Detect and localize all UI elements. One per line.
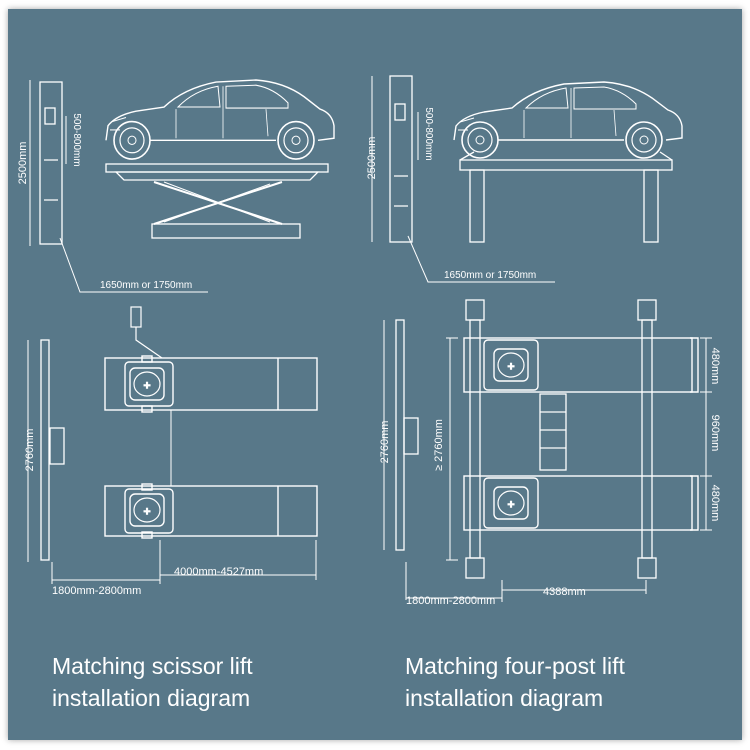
scissor-plan: 2760mm 1800mm-2800mm 4000mm-4527mm: [24, 306, 318, 597]
runway-width-bottom-label: 480mm: [709, 485, 721, 522]
fourpost-plan-min-length-label: ≥ 2760mm: [433, 419, 445, 471]
lift-posts: [465, 299, 657, 579]
wall-column: [395, 319, 419, 551]
dim-lines-runway: [700, 337, 712, 531]
car-outline: [453, 81, 683, 159]
fourpost-lift: [459, 151, 673, 243]
installation-diagram: +: [17, 75, 721, 607]
fourpost-lift-height-label: 500-800mm: [423, 107, 434, 160]
plan-dimension-lines: [405, 562, 647, 602]
runway-gap-label: 960mm: [709, 415, 721, 452]
runway-width-top-label: 480mm: [709, 348, 721, 385]
leader-line: [59, 237, 208, 293]
scissor-lift: [105, 163, 329, 239]
fourpost-caption-line2: installation diagram: [405, 685, 604, 711]
leader-line: [407, 235, 555, 283]
diagram-panel: +: [8, 9, 742, 740]
scissor-lift-height-label: 500-800mm: [71, 113, 82, 166]
cross-beam: [539, 393, 567, 471]
platform-top: [104, 355, 318, 413]
car-outline: [105, 79, 335, 160]
fourpost-width-label: 1650mm or 1750mm: [444, 270, 536, 281]
wall-column: [40, 339, 65, 561]
dim-line-min-2760: [446, 337, 458, 561]
scissor-plan-range-label: 4000mm-4527mm: [174, 566, 263, 578]
fourpost-plan: 2760mm ≥ 2760mm 480mm 960mm 480mm 1800mm…: [379, 299, 721, 607]
fourpost-plan-offset-label: 1800mm-2800mm: [406, 595, 495, 607]
fourpost-caption: Matching four-post lift installation dia…: [405, 650, 625, 714]
fourpost-plan-span-label: 4388mm: [543, 586, 586, 598]
plan-dimension-lines: [51, 540, 317, 584]
scissor-elevation: 2500mm 500-800mm 1650mm or 1750mm: [17, 79, 335, 293]
control-column: [389, 75, 413, 243]
platform-bottom: [104, 483, 318, 539]
scissor-plan-length-label: 2760mm: [24, 429, 36, 472]
fourpost-elevation-height-label: 2500mm: [366, 137, 378, 180]
control-box: [130, 306, 163, 359]
scissor-width-label: 1650mm or 1750mm: [100, 280, 192, 291]
scissor-plan-offset-label: 1800mm-2800mm: [52, 585, 141, 597]
fourpost-caption-line1: Matching four-post lift: [405, 653, 625, 679]
scissor-elevation-height-label: 2500mm: [17, 142, 29, 185]
fourpost-plan-length-label: 2760mm: [379, 421, 391, 464]
control-column: [39, 81, 63, 245]
runway-top: [463, 337, 699, 393]
scissor-caption-line1: Matching scissor lift: [52, 653, 253, 679]
scissor-caption: Matching scissor lift installation diagr…: [52, 650, 253, 714]
scissor-caption-line2: installation diagram: [52, 685, 251, 711]
runway-bottom: [463, 475, 699, 531]
fourpost-elevation: 2500mm 500-800mm 1650mm or 1750mm: [366, 75, 683, 283]
